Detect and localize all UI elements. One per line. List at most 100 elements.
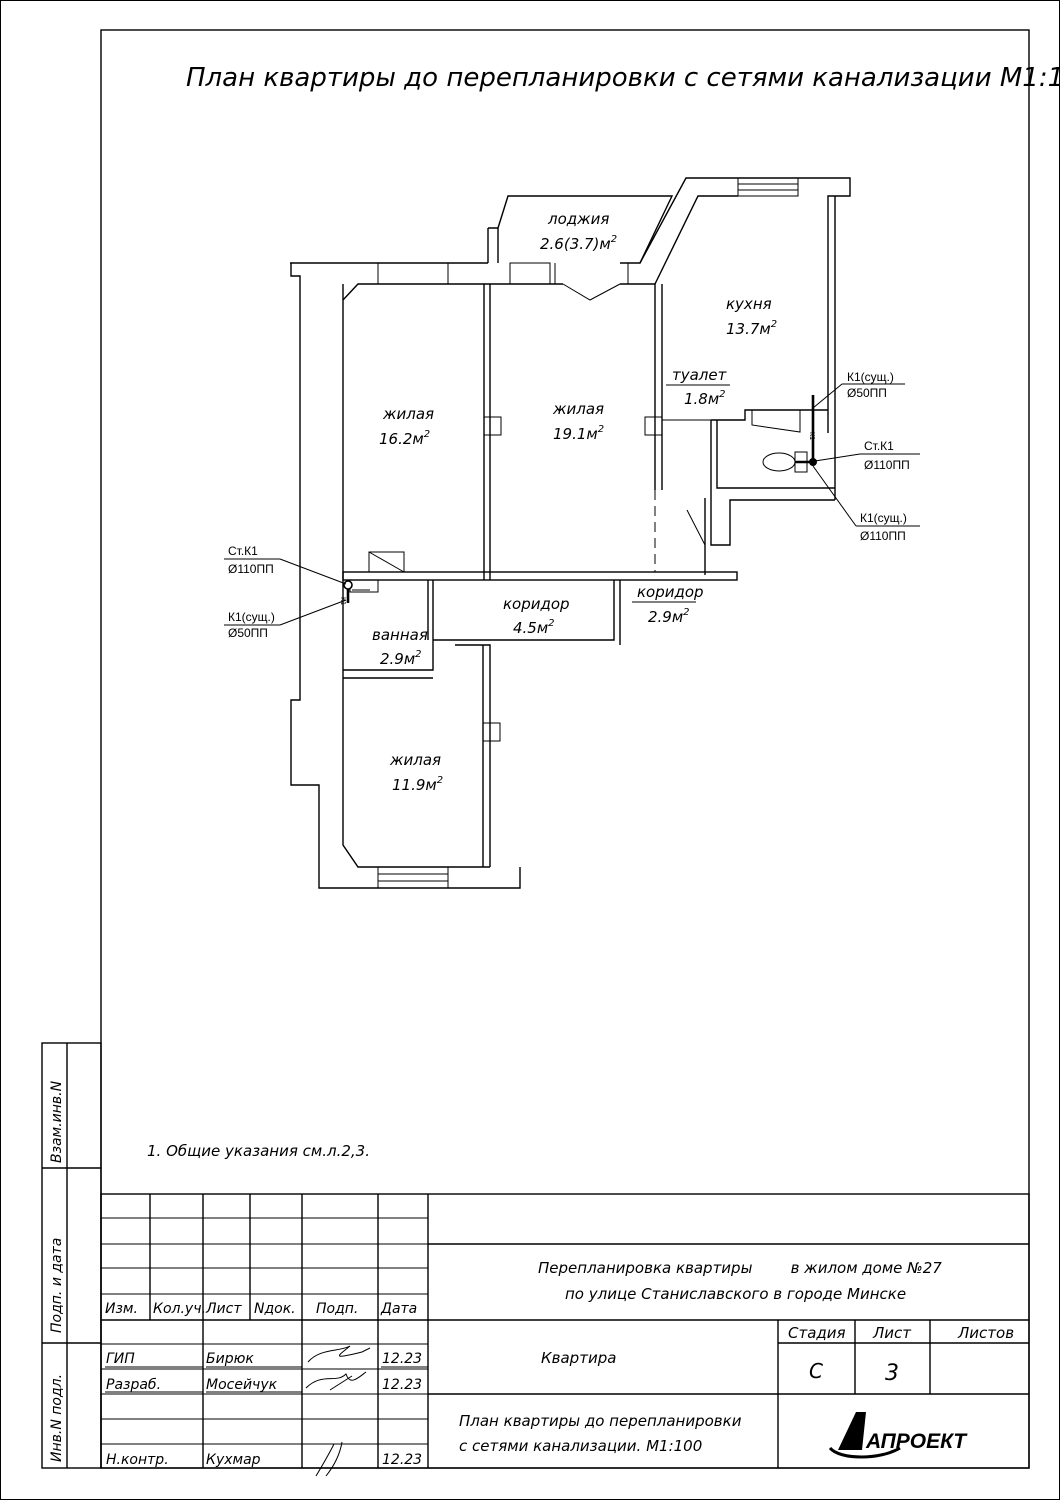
- svg-text:Ст.К1: Ст.К1: [864, 439, 894, 453]
- callout-st-k1-right: Ст.К1 Ø110ПП: [814, 439, 920, 472]
- svg-text:19.1м2: 19.1м2: [553, 424, 604, 443]
- signature-gip: [307, 1345, 371, 1363]
- svg-text:11.9м2: 11.9м2: [392, 775, 443, 794]
- inv-orig-label: Инв.N подл.: [49, 1374, 65, 1462]
- room-area: 19.1м: [553, 425, 598, 443]
- room-name: туалет: [672, 366, 728, 384]
- svg-text:Ø110ПП: Ø110ПП: [860, 529, 906, 543]
- callout-st-k1-left: Ст.К1 Ø110ПП: [224, 544, 347, 585]
- svg-text:2.6(3.7)м2: 2.6(3.7)м2: [540, 234, 617, 253]
- side-stamp: Взам.инв.N Подп. и дата Инв.N подл.: [41, 1042, 102, 1469]
- general-note: 1. Общие указания см.л.2,3.: [147, 1142, 370, 1160]
- area-superscript: 2: [548, 618, 554, 629]
- svg-text:Ø50ПП: Ø50ПП: [228, 626, 268, 640]
- stage-value: С: [809, 1359, 823, 1383]
- name-nkontr: Кухмар: [206, 1452, 261, 1468]
- sheet-value: 3: [885, 1361, 899, 1386]
- name-razrab: Мосейчук: [206, 1377, 278, 1393]
- signature-nkontr: [315, 1441, 343, 1477]
- room-area: 4.5м: [513, 619, 548, 637]
- room-corridor-1: коридор 4.5м2: [503, 595, 570, 637]
- area-superscript: 2: [415, 649, 421, 660]
- sheet-title: План квартиры до перепланировки с сетями…: [186, 63, 1060, 93]
- area-superscript: 2: [424, 429, 430, 440]
- col-list: Лист: [205, 1301, 242, 1317]
- inv-replace-label: Взам.инв.N: [49, 1080, 65, 1163]
- sheets-label: Листов: [957, 1324, 1014, 1342]
- company-logo: АПРОЕКТ: [828, 1412, 968, 1459]
- room-name: ванная: [372, 626, 428, 644]
- room-corridor-2: коридор 2.9м2: [632, 583, 704, 626]
- area-superscript: 2: [598, 424, 604, 435]
- col-kol: Кол.уч.: [153, 1301, 206, 1317]
- svg-text:К1(сущ.): К1(сущ.): [860, 511, 907, 525]
- role-nkontr: Н.контр.: [106, 1452, 169, 1468]
- signature-razrab: [305, 1371, 367, 1391]
- callout-k1-110-right: К1(сущ.) Ø110ПП: [812, 465, 920, 543]
- area-superscript: 2: [719, 389, 725, 400]
- room-name: лоджия: [547, 210, 609, 228]
- area-superscript: 2: [683, 607, 689, 618]
- object-name: Квартира: [541, 1349, 616, 1367]
- room-name: коридор: [503, 595, 570, 613]
- svg-text:Ст.К1: Ст.К1: [228, 544, 258, 558]
- room-area: 13.7м: [726, 320, 771, 338]
- room-area: 2.9м: [648, 608, 683, 626]
- room-living-2: жилая 19.1м2: [552, 400, 604, 443]
- date-gip: 12.23: [382, 1351, 422, 1367]
- drawing-line-2: с сетями канализации. М1:100: [459, 1437, 702, 1455]
- role-gip: ГИП: [106, 1351, 135, 1367]
- callout-k1-50-right: К1(сущ.) Ø50ПП: [812, 370, 905, 409]
- room-living-3: жилая 11.9м2: [389, 751, 443, 794]
- area-superscript: 2: [611, 234, 617, 245]
- col-izm: Изм.: [105, 1301, 138, 1317]
- svg-text:13.7м2: 13.7м2: [726, 319, 777, 338]
- room-name: кухня: [726, 295, 772, 313]
- col-ndok: Nдок.: [254, 1301, 296, 1317]
- name-gip: Бирюк: [206, 1351, 254, 1367]
- date-razrab: 12.23: [382, 1377, 422, 1393]
- room-bathroom: ванная 2.9м2: [372, 626, 428, 668]
- room-area: 1.8м: [684, 390, 719, 408]
- room-name: жилая: [552, 400, 604, 418]
- svg-text:Ø110ПП: Ø110ПП: [864, 458, 910, 472]
- room-area: 2.9м: [380, 650, 415, 668]
- room-kitchen: кухня 13.7м2: [726, 295, 777, 338]
- area-superscript: 2: [771, 319, 777, 330]
- room-area: 11.9м: [392, 776, 437, 794]
- sheet-label: Лист: [872, 1324, 912, 1342]
- sign-date-label: Подп. и дата: [49, 1238, 65, 1333]
- room-name: жилая: [382, 405, 434, 423]
- stage-label: Стадия: [788, 1324, 846, 1342]
- room-area: 16.2м: [379, 430, 424, 448]
- room-loggia: лоджия 2.6(3.7)м2: [540, 210, 617, 253]
- project-line-2: по улице Станиславского в городе Минске: [565, 1285, 906, 1303]
- svg-text:2.9м2: 2.9м2: [648, 607, 690, 626]
- project-line-1: Перепланировка квартиры в жилом доме №27: [538, 1259, 942, 1277]
- svg-text:К1(сущ.): К1(сущ.): [228, 610, 275, 624]
- title-block: Изм. Кол.уч. Лист Nдок. Подп. Дата ГИП Б…: [100, 1193, 1030, 1477]
- room-name: коридор: [637, 583, 704, 601]
- svg-text:К1(сущ.): К1(сущ.): [847, 370, 894, 384]
- svg-text:1.8м2: 1.8м2: [684, 389, 726, 408]
- date-nkontr: 12.23: [382, 1452, 422, 1468]
- role-razrab: Разраб.: [106, 1377, 161, 1393]
- floor-plan-walls: [290, 177, 851, 889]
- svg-text:Ø50ПП: Ø50ПП: [847, 386, 887, 400]
- room-area: 2.6(3.7)м: [540, 235, 611, 253]
- svg-text:16.2м2: 16.2м2: [379, 429, 430, 448]
- svg-text:2.9м2: 2.9м2: [380, 649, 422, 668]
- room-name: жилая: [389, 751, 441, 769]
- callout-k1-50-left: К1(сущ.) Ø50ПП: [224, 599, 347, 640]
- col-data: Дата: [380, 1301, 417, 1317]
- area-superscript: 2: [437, 775, 443, 786]
- svg-text:4.5м2: 4.5м2: [513, 618, 555, 637]
- svg-text:Ø110ПП: Ø110ПП: [228, 562, 274, 576]
- drawing-line-1: План квартиры до перепланировки: [459, 1412, 742, 1430]
- col-podp: Подп.: [316, 1301, 358, 1317]
- sewer-pipes: [343, 395, 817, 603]
- room-living-1: жилая 16.2м2: [379, 405, 434, 448]
- logo-text: АПРОЕКТ: [865, 1430, 968, 1453]
- riser-mark: К1: [808, 432, 815, 440]
